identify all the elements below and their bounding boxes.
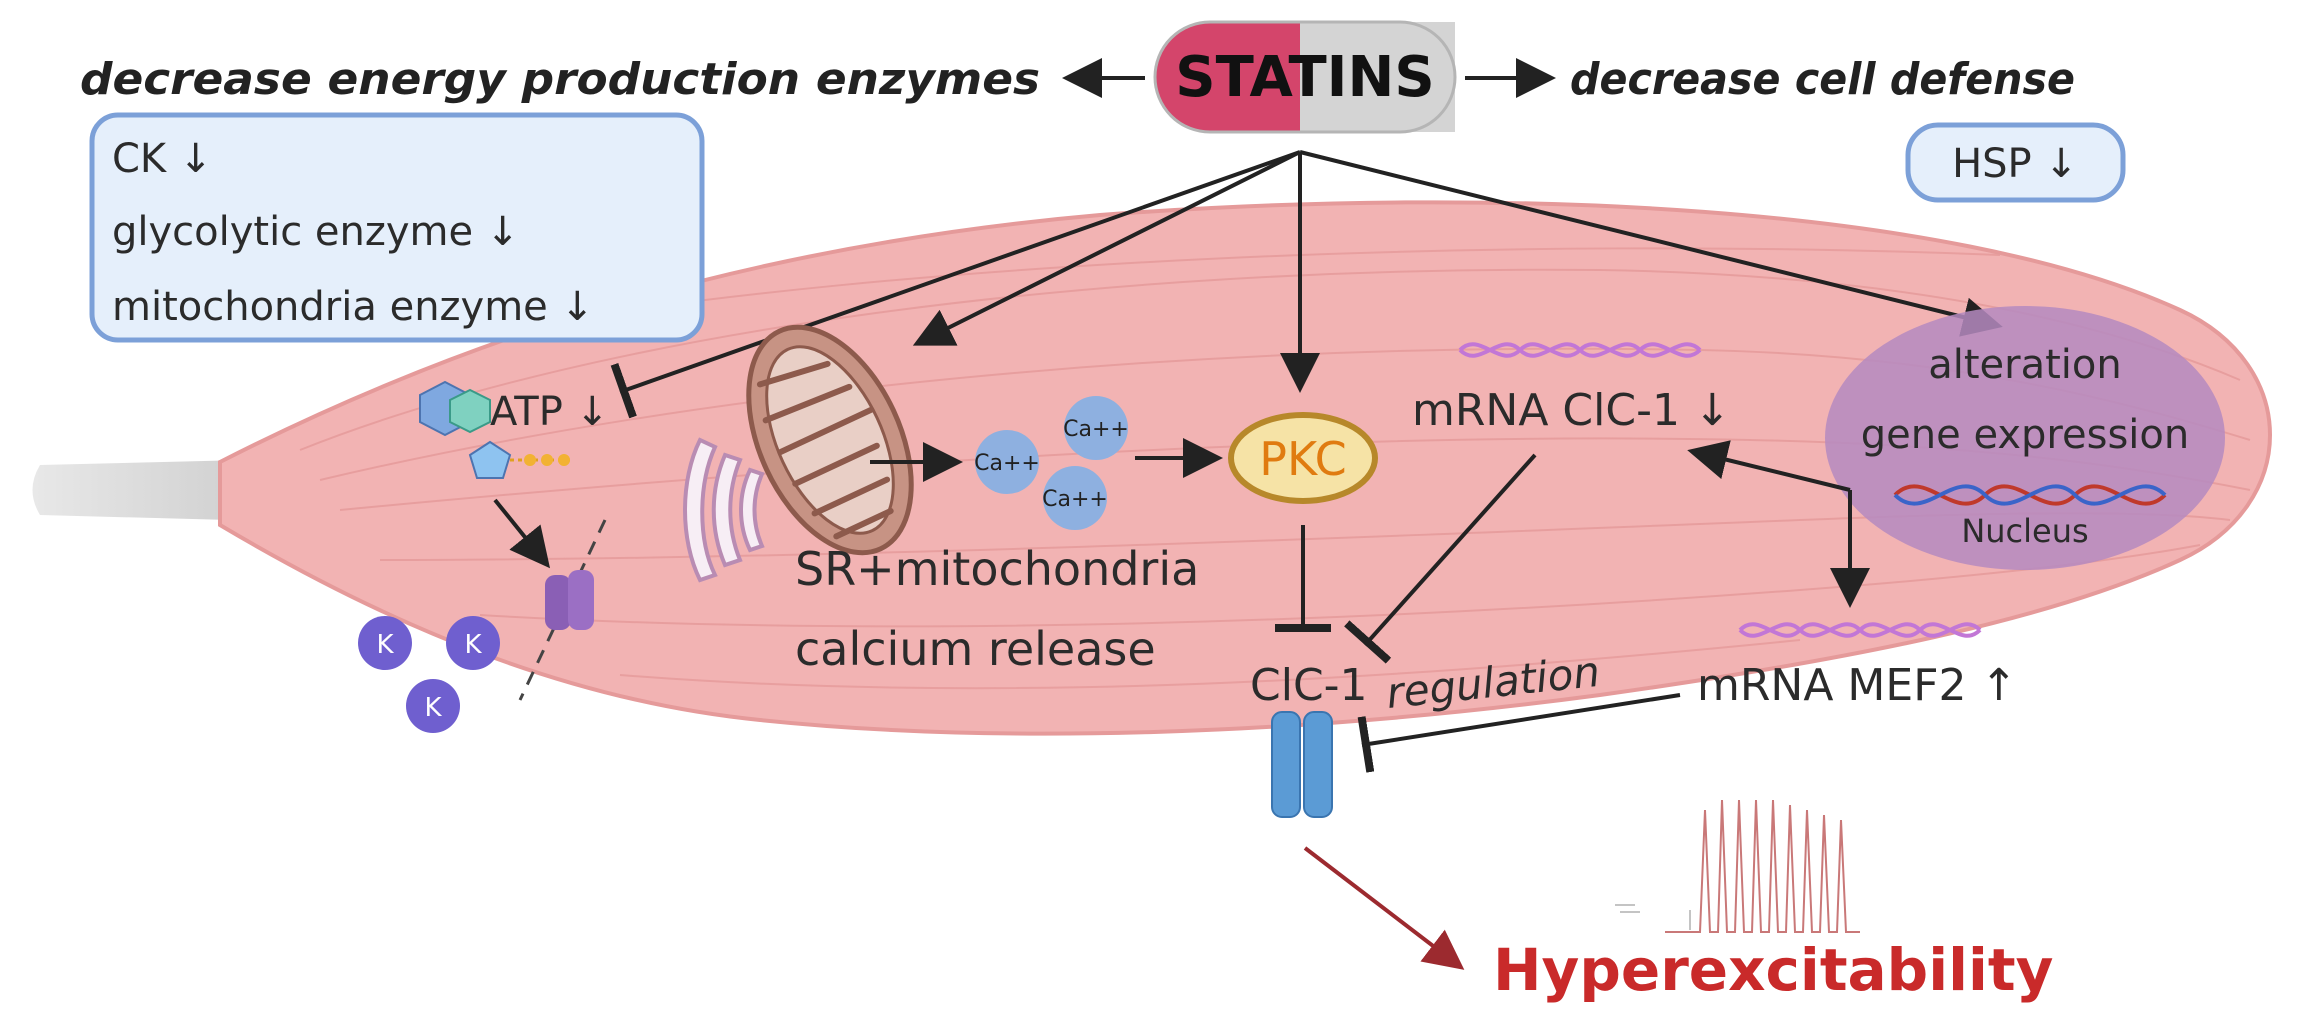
gene-expression-label: gene expression (1861, 412, 2189, 458)
enzyme-box: CK ↓ glycolytic enzyme ↓ mitochondria en… (89, 112, 705, 343)
nucleus-node: alteration gene expression Nucleus (1825, 306, 2225, 570)
clc1-label: ClC-1 (1250, 660, 1368, 711)
k-ion-1 (358, 616, 412, 670)
enzyme-ck: CK ↓ (112, 136, 212, 182)
mitochondrion-icon (746, 324, 914, 556)
ca-ion-1 (975, 430, 1039, 494)
calcium-ions: Ca++ Ca++ Ca++ (974, 396, 1129, 530)
arrow-atp-to-kchannel (493, 498, 551, 569)
action-potential-trace-icon (1615, 799, 1860, 933)
pkc-label: PKC (1259, 432, 1347, 486)
heading-decrease-energy: decrease energy production enzymes (80, 54, 1040, 105)
sr-mito-label-2: calcium release (795, 622, 1156, 676)
enzyme-glycolytic: glycolytic enzyme ↓ (112, 209, 519, 255)
k-ion-3 (406, 679, 460, 733)
statins-label: STATINS (1175, 45, 1434, 110)
k-ion-1-label: K (376, 630, 394, 660)
k-ion-2 (446, 616, 500, 670)
enzyme-mitochondria: mitochondria enzyme ↓ (112, 284, 594, 330)
k-ion-2-label: K (464, 630, 482, 660)
hsp-box: HSP ↓ (1905, 122, 2126, 203)
statins-pill: STATINS (1153, 20, 1457, 134)
hyperexcitability-label: Hyperexcitability (1493, 936, 2053, 1004)
alteration-label: alteration (1928, 342, 2122, 388)
mrna-clc1-label: mRNA ClC-1 ↓ (1412, 385, 1731, 436)
potassium-ions: K K K (358, 616, 500, 733)
tendon (32, 460, 245, 520)
inhibit-mrna-to-clc1 (1344, 453, 1537, 664)
ca-ion-3 (1043, 466, 1107, 530)
arrow-nucleus-to-mrna-clc1 (1687, 440, 1851, 492)
statins-arrows (610, 150, 2003, 419)
pkc-node: PKC (1228, 412, 1378, 504)
heading-decrease-defense: decrease cell defense (1570, 54, 2075, 105)
ca-ion-2-label: Ca++ (1063, 417, 1129, 442)
k-atp-channel-icon (518, 519, 607, 701)
sr-mito-label-1: SR+mitochondria (795, 542, 1199, 596)
atp-label: ATP ↓ (490, 389, 609, 435)
mrna-mef2-label: mRNA MEF2 ↑ (1697, 660, 2017, 711)
dna-helix-icon (1893, 484, 2167, 506)
ca-ion-2 (1064, 396, 1128, 460)
sarcoplasmic-reticulum-icon (683, 437, 765, 583)
clc1-channel-icon (1271, 711, 1333, 818)
arrow-clc1-to-hyper (1303, 846, 1465, 970)
mrna-mef2-strand-icon (1738, 622, 1982, 638)
ca-ion-1-label: Ca++ (974, 451, 1040, 476)
k-ion-3-label: K (424, 693, 442, 723)
atp-molecule-icon (419, 380, 570, 479)
ca-ion-3-label: Ca++ (1042, 487, 1108, 512)
nucleus-label: Nucleus (1961, 512, 2088, 550)
hsp-label: HSP ↓ (1952, 141, 2078, 187)
mrna-clc1-strand-icon (1458, 342, 1702, 358)
regulation-inhibit-line (1357, 693, 1681, 773)
